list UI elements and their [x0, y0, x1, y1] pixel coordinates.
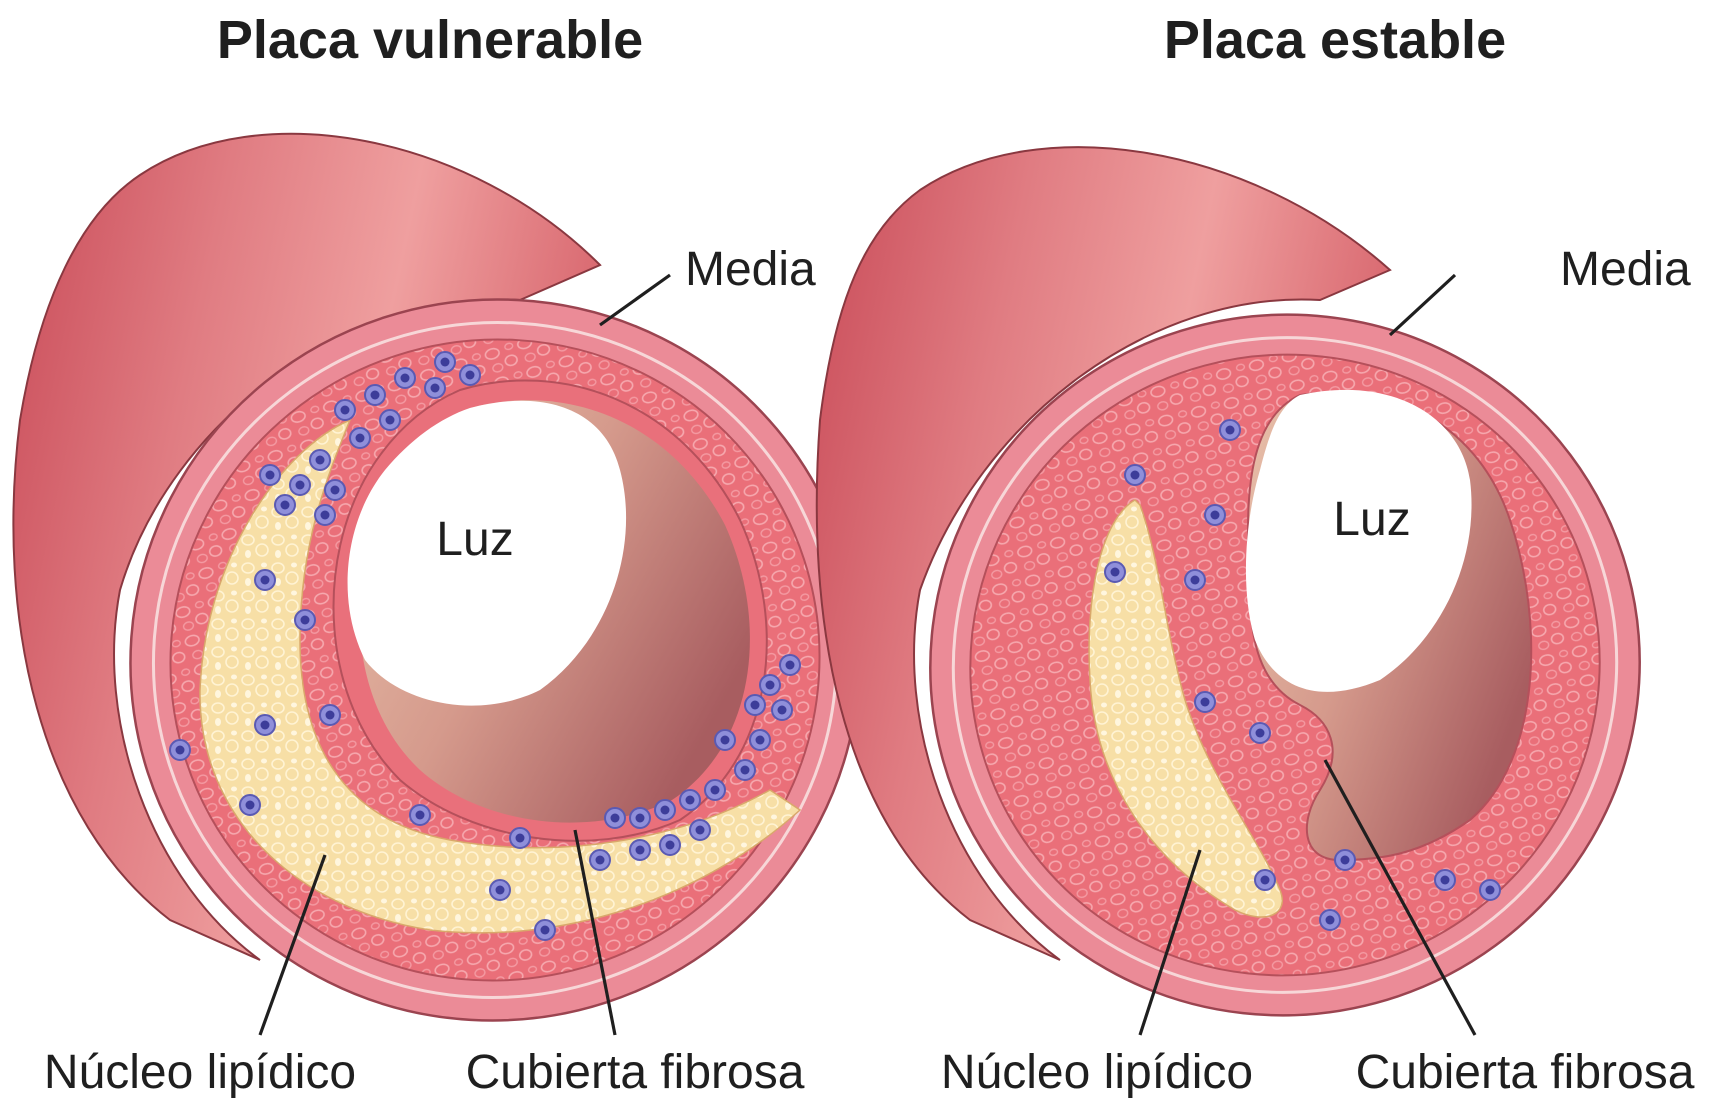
lumen — [347, 400, 627, 706]
media-label: Media — [685, 243, 816, 296]
panel-vulnerable-plaque: Placa vulnerable Luz — [12, 10, 861, 1099]
fibrous-cap-leader-line — [573, 829, 617, 1036]
panel-title: Placa estable — [1164, 10, 1506, 70]
fibrous-cap-leader-line — [1323, 759, 1477, 1036]
media-leader-line — [599, 273, 671, 327]
lipid-core-leader-line — [1138, 849, 1202, 1036]
vessel-outer-wall — [12, 132, 602, 961]
lipid-core-label: Núcleo lipídico — [941, 1046, 1253, 1099]
panel-title: Placa vulnerable — [217, 10, 643, 70]
lumen — [1245, 389, 1472, 692]
lipid-core — [199, 418, 802, 934]
media-label: Media — [1560, 243, 1691, 296]
lumen-label: Luz — [436, 513, 513, 566]
fibrous-cap-label: Cubierta fibrosa — [1356, 1046, 1695, 1099]
fibrous-cap-label: Cubierta fibrosa — [466, 1046, 805, 1099]
lipid-core-leader-line — [258, 854, 327, 1036]
vessel-outer-wall — [815, 146, 1392, 961]
media-leader-line — [1388, 273, 1457, 337]
lipid-core-label: Núcleo lipídico — [44, 1046, 356, 1099]
lumen-label: Luz — [1333, 493, 1410, 546]
lipid-core — [1088, 499, 1283, 918]
panel-stable-plaque: Placa estable Luz Media Núcleo lipídico … — [815, 10, 1695, 1099]
